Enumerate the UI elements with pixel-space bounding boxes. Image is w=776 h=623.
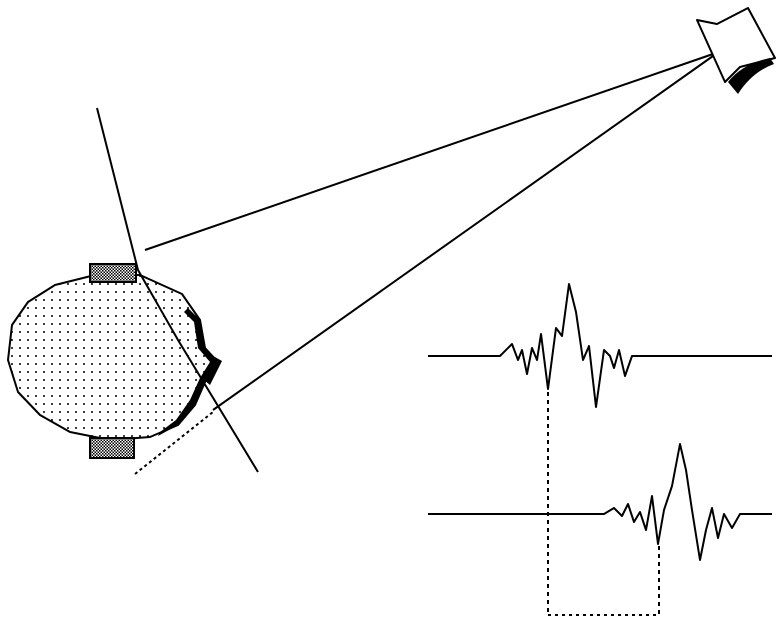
headphone-pad-icon	[89, 263, 137, 283]
ray-line-lower	[212, 55, 714, 411]
delayed-waveform	[428, 443, 772, 561]
headphone-pad-icon	[89, 437, 135, 459]
waveform	[428, 283, 772, 408]
speaker-icon	[696, 7, 776, 94]
axis-line	[96, 107, 259, 473]
dotted-line-short	[134, 411, 214, 475]
head-cross-section	[7, 274, 222, 441]
ray-line-upper	[144, 53, 714, 251]
